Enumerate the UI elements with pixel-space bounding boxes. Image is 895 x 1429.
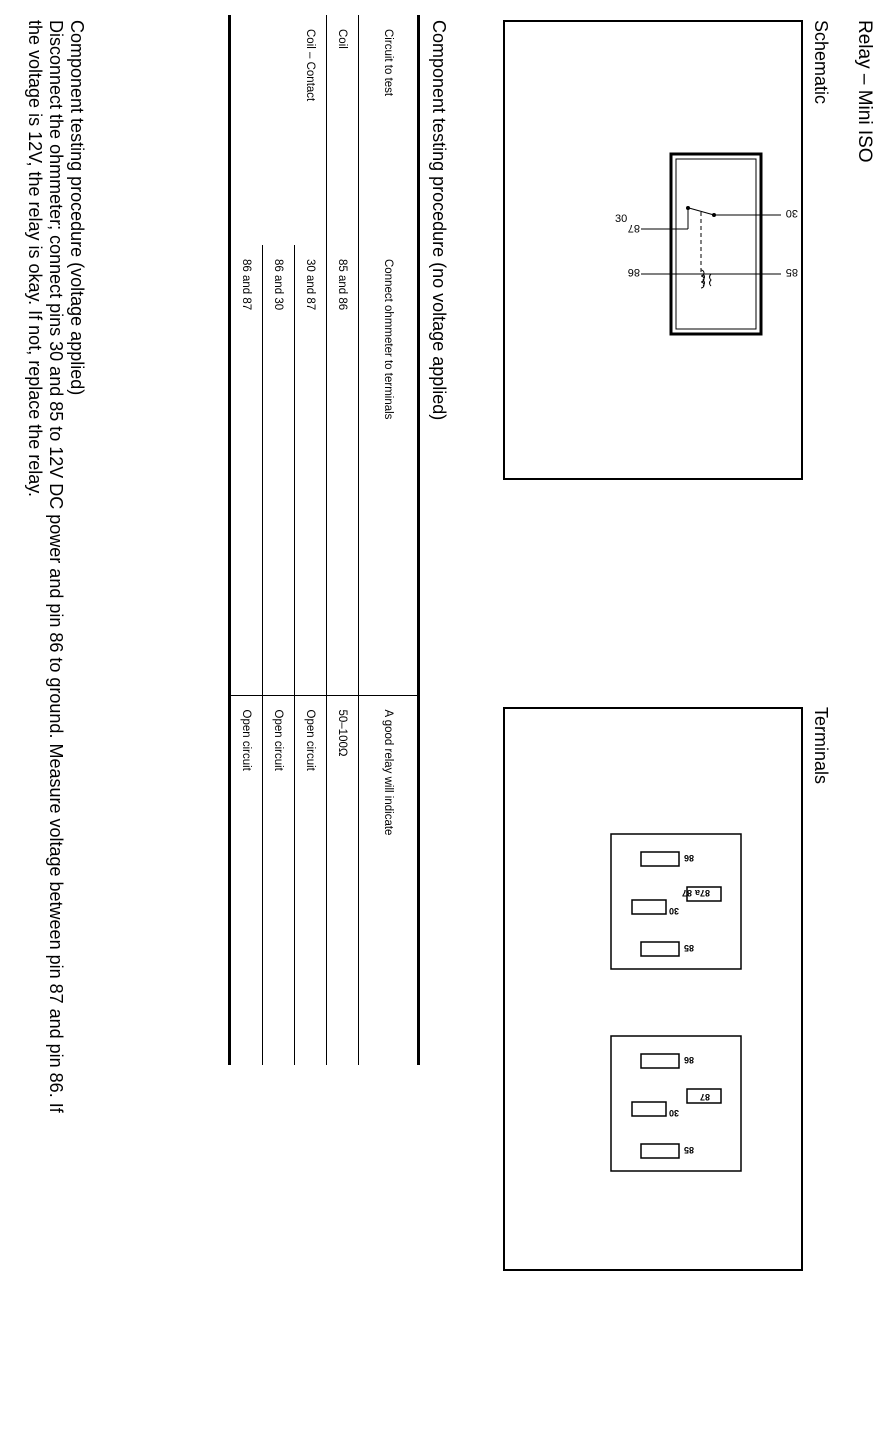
relay-housing-outer <box>669 152 763 336</box>
schematic-label-87-text: 87 <box>628 222 640 234</box>
cell-circuit <box>263 15 295 245</box>
relay-housing-inner <box>675 158 757 330</box>
label-30-5pin: 30 <box>669 906 679 916</box>
cell-terminals: 86 and 30 <box>262 245 295 695</box>
label-85-4pin: 85 <box>684 1145 694 1155</box>
coil-symbol <box>700 269 705 289</box>
label-85-5pin: 85 <box>684 943 694 953</box>
page-title: Relay – Mini ISO <box>854 20 875 163</box>
terminals-box: 86 87 87a 30 85 86 87 30 85 <box>503 707 803 1271</box>
pin-86-4pin <box>640 1053 680 1069</box>
label-30-4pin: 30 <box>669 1108 679 1118</box>
column-header: Connect ohmmeter to terminals <box>358 245 419 695</box>
cell-terminals: 86 and 87 <box>229 245 263 695</box>
relay-schematic-diagram: 30 30 85 87 86 <box>615 152 798 336</box>
pin-30-4pin <box>631 1101 667 1117</box>
column-header: Circuit to test <box>358 15 419 245</box>
table-row: Coil 85 and 86 50–100Ω <box>326 15 359 1065</box>
relay-terminals-diagram: 86 87 87a 30 85 86 87 30 85 <box>610 833 742 1172</box>
voltage-heading: Component testing procedure (voltage app… <box>67 20 87 396</box>
no-voltage-heading: Component testing procedure (no voltage … <box>429 20 449 421</box>
switch-arm <box>688 207 715 216</box>
relay-4pin-footprint <box>610 1035 742 1172</box>
schematic-label-30: 30 <box>615 213 627 225</box>
schematic-label-86-text: 86 <box>628 266 640 278</box>
relay-5pin-footprint <box>610 833 742 970</box>
pin-86-5pin <box>640 851 680 867</box>
cell-circuit <box>229 15 263 245</box>
table-header-row: Circuit to test Connect ohmmeter to term… <box>358 15 419 1065</box>
ohmmeter-test-table: Circuit to test Connect ohmmeter to term… <box>228 15 420 1065</box>
terminals-heading: Terminals <box>811 707 831 785</box>
schematic-label-85-text: 85 <box>786 266 798 278</box>
label-87-5pin: 87 <box>682 888 692 898</box>
table-row: 86 and 30 Open circuit <box>262 15 295 1065</box>
label-86-5pin: 86 <box>684 853 694 863</box>
label-87-4pin: 87 <box>700 1092 710 1102</box>
label-86-4pin: 86 <box>684 1055 694 1065</box>
column-header: A good relay will indicate <box>358 695 419 1065</box>
table-row: Coil – Contact 30 and 87 Open circuit <box>294 15 327 1065</box>
cell-circuit: Coil – Contact <box>304 29 317 102</box>
pin-30-5pin <box>631 899 667 915</box>
schematic-label-30-text: 30 <box>786 207 798 219</box>
label-87a-5pin: 87a <box>694 888 710 898</box>
cell-terminals: 85 and 86 <box>326 245 359 695</box>
voltage-procedure-line-1: Disconnect the ohmmeter; connect pins 30… <box>46 20 66 1113</box>
pin-87-5pin <box>686 886 722 902</box>
pin-85-5pin <box>640 941 680 957</box>
cell-terminals: 30 and 87 <box>294 245 327 695</box>
pin-87-4pin <box>686 1088 722 1104</box>
cell-result: Open circuit <box>262 695 295 1065</box>
schematic-box: 30 30 85 87 86 <box>503 20 803 480</box>
cell-result: 50–100Ω <box>326 695 359 1065</box>
schematic-heading: Schematic <box>811 20 831 105</box>
cell-result: Open circuit <box>294 695 327 1065</box>
voltage-procedure-line-2: the voltage is 12V, the relay is okay. I… <box>25 20 45 497</box>
table-row: 86 and 87 Open circuit <box>229 15 263 1065</box>
cell-circuit: Coil <box>326 15 359 245</box>
cell-result: Open circuit <box>229 695 263 1065</box>
pin-85-4pin <box>640 1143 680 1159</box>
